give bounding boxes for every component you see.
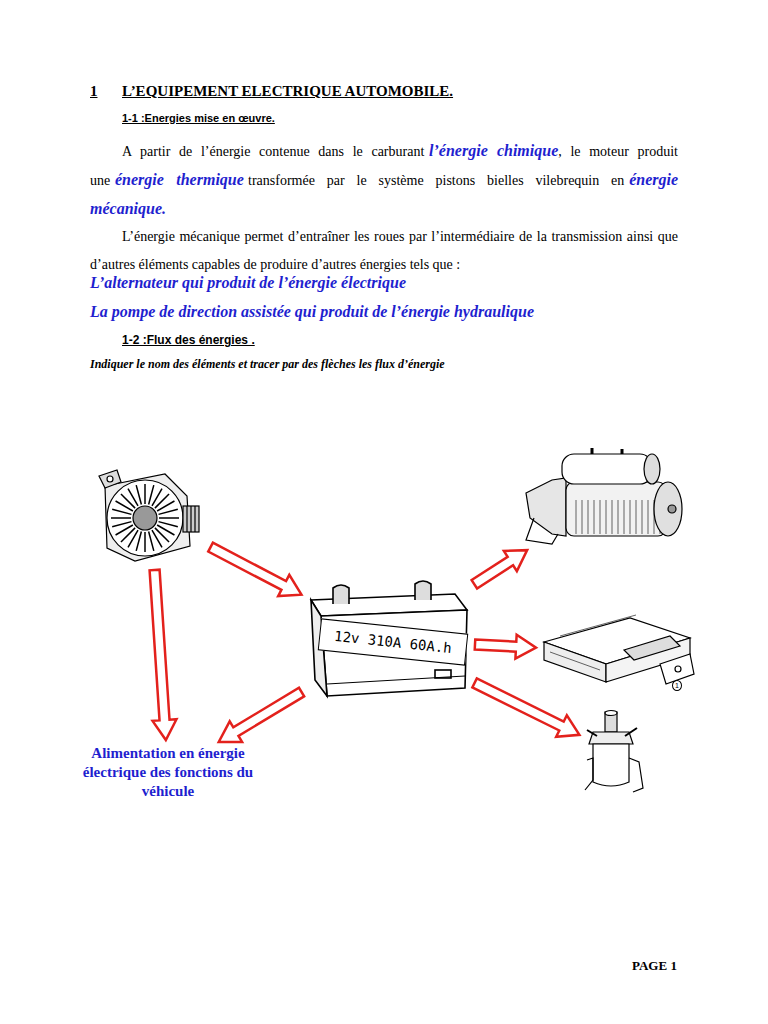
subsection-heading: 1-1 :Energies mise en œuvre.: [122, 112, 275, 124]
pulley: [183, 506, 199, 532]
mount-hole: [675, 666, 681, 672]
page-number: PAGE 1: [632, 958, 677, 974]
bracket: [526, 518, 558, 544]
ecu-picture: [540, 612, 698, 692]
base-rim: [327, 676, 465, 684]
alternator-drawing: [95, 466, 207, 566]
ecu-drawing: [540, 612, 698, 692]
energy-arrow: [150, 570, 177, 740]
energy-term: l’énergie chimique: [429, 142, 558, 159]
body-paragraph: L’énergie mécanique permet d’entraîner l…: [90, 223, 678, 279]
end-cap: [654, 482, 682, 536]
highlight-line: L’alternateur qui produit de l’énergie é…: [90, 274, 406, 292]
alternator-picture: [95, 466, 207, 566]
ecu-front: [544, 642, 606, 682]
end-bolt: [668, 505, 676, 513]
terminal-cap: [605, 711, 617, 716]
starter-drawing: [522, 448, 694, 548]
motor-body: [566, 482, 666, 536]
nose-housing: [526, 478, 566, 536]
coil-head: [589, 732, 633, 744]
body-text: A partir de l’énergie contenue dans le c…: [122, 144, 424, 159]
energy-arrow: [472, 550, 528, 588]
ignition-coil-drawing: [583, 710, 645, 794]
energy-arrow: [475, 635, 536, 659]
alternator-hub: [133, 506, 157, 530]
solenoid-end: [644, 454, 660, 484]
edge-lines: [550, 615, 636, 670]
body-paragraph: A partir de l’énergie contenue dans le c…: [90, 137, 678, 224]
mounting-lug: [99, 470, 121, 488]
energy-arrow: [219, 688, 304, 742]
energy-term: énergie thermique: [115, 171, 244, 188]
terminal-right: [415, 581, 431, 600]
battery-rating: 12v 310A 60A.h: [333, 628, 452, 656]
energy-arrow: [472, 678, 579, 736]
starter-picture: [522, 448, 694, 548]
ignition-coil-picture: [583, 710, 645, 794]
coil-bracket: [585, 758, 643, 792]
coil-body: [593, 744, 629, 786]
terminals: [592, 448, 622, 454]
mount-tab: [660, 654, 694, 684]
supply-label: Alimentation en énergie électrique des f…: [80, 744, 256, 801]
energy-arrow: [208, 543, 301, 596]
lug-hole: [107, 476, 113, 482]
cooling-fins: [111, 484, 179, 552]
motor-ribs: [576, 500, 660, 534]
highlight-line: La pompe de direction assistée qui produ…: [90, 303, 534, 321]
supply-label-box: Alimentation en énergie électrique des f…: [80, 744, 256, 801]
battery-picture: 12v 310A 60A.h: [305, 580, 471, 700]
instruction-text: Indiquer le nom des éléments et tracer p…: [90, 357, 445, 372]
low-terminals: [587, 728, 637, 736]
subsection-heading: 1-2 :Flux des énergies .: [122, 333, 255, 347]
pulley-grooves: [187, 506, 195, 532]
solenoid: [562, 454, 652, 484]
terminal-left: [333, 585, 349, 604]
page-title: L’EQUIPEMENT ELECTRIQUE AUTOMOBILE.: [122, 83, 453, 100]
section-number: 1: [90, 83, 98, 100]
alternator-housing: [105, 474, 190, 561]
connector-block: [624, 636, 680, 660]
alternator-body: [107, 480, 183, 556]
body-text: transformée par le système pistons biell…: [248, 173, 624, 188]
